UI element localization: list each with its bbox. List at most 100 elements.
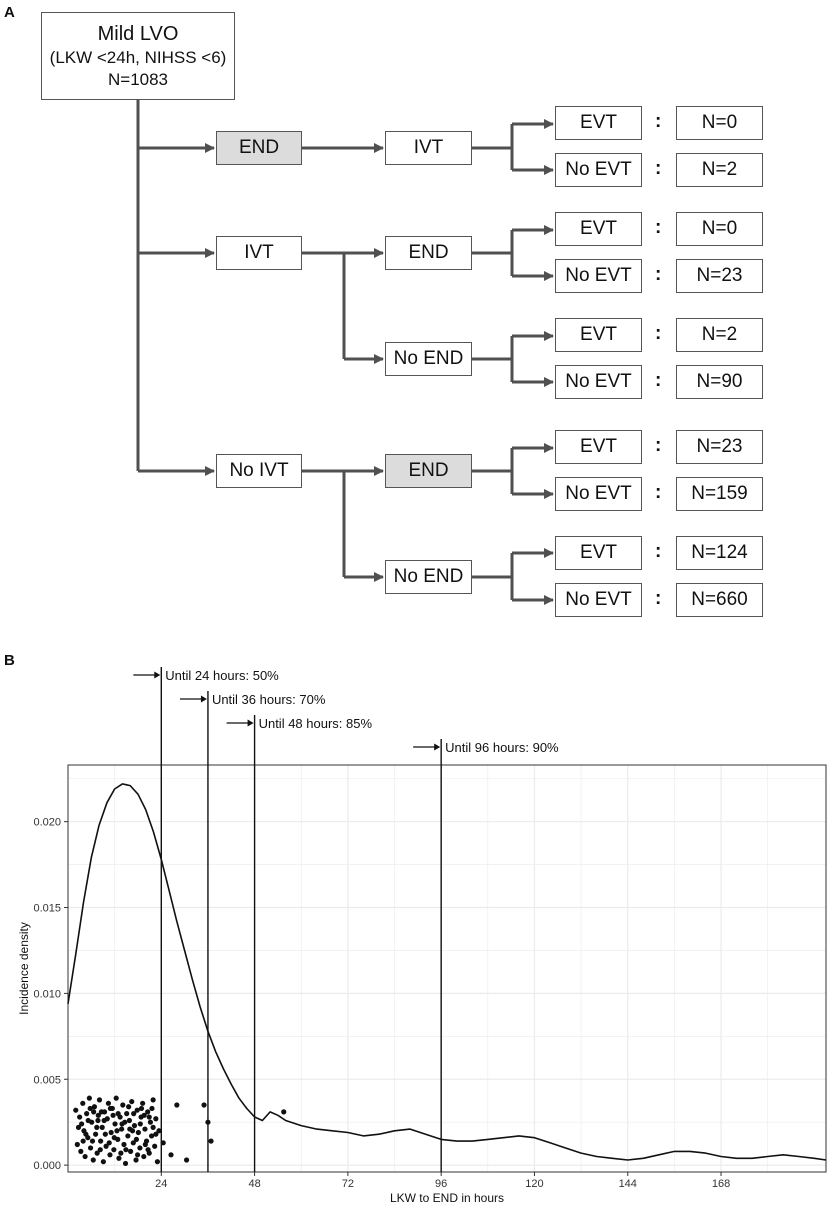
data-point — [135, 1129, 141, 1136]
data-point — [101, 1117, 107, 1124]
cutoff-arrowhead — [434, 743, 441, 751]
x-tick-label: 168 — [712, 1178, 730, 1190]
data-point — [78, 1148, 84, 1154]
data-point — [137, 1121, 143, 1127]
data-point — [131, 1123, 138, 1129]
data-point — [112, 1121, 118, 1127]
data-point — [111, 1135, 117, 1141]
node-end-after-ivt: END — [385, 236, 472, 270]
data-point — [77, 1114, 83, 1120]
outcome-colon: : — [655, 111, 662, 132]
x-tick-label: 120 — [525, 1178, 543, 1190]
data-point — [134, 1107, 140, 1113]
data-point — [119, 1126, 125, 1132]
root-criteria: (LKW <24h, NIHSS <6) — [49, 47, 227, 67]
data-point — [133, 1136, 140, 1142]
data-point — [80, 1100, 86, 1106]
data-point — [91, 1109, 97, 1115]
data-point — [129, 1098, 135, 1105]
data-point — [100, 1159, 106, 1165]
x-tick-label: 24 — [155, 1178, 167, 1190]
outcome-colon: : — [655, 323, 662, 344]
data-point — [108, 1129, 114, 1136]
data-point — [106, 1140, 112, 1146]
outcome-label: EVT — [555, 430, 642, 464]
data-point — [107, 1105, 113, 1112]
data-point — [150, 1124, 156, 1130]
cutoff-label: Until 48 hours: 85% — [259, 716, 373, 731]
data-point — [124, 1111, 130, 1117]
data-point — [142, 1126, 148, 1132]
node-no-end-after-no-ivt: No END — [385, 560, 472, 594]
data-point — [145, 1109, 151, 1115]
outcome-label: EVT — [555, 106, 642, 140]
outcome-colon: : — [655, 370, 662, 391]
flowchart-connectors — [136, 100, 554, 605]
data-point — [127, 1126, 133, 1132]
data-point — [123, 1147, 129, 1153]
node-no-ivt: No IVT — [216, 454, 302, 488]
outcome-count: N=2 — [676, 318, 763, 352]
data-point — [133, 1157, 139, 1163]
outcome-colon: : — [655, 158, 662, 179]
outcome-count: N=2 — [676, 153, 763, 187]
data-point — [110, 1112, 116, 1118]
outcome-count: N=660 — [676, 583, 763, 617]
data-point — [98, 1109, 105, 1115]
y-tick-label: 0.020 — [33, 817, 61, 829]
data-point — [74, 1141, 80, 1148]
data-point — [140, 1100, 146, 1106]
data-point — [84, 1111, 90, 1117]
cutoff-label: Until 96 hours: 90% — [445, 740, 559, 755]
node-ivt-first: IVT — [216, 236, 302, 270]
outcome-colon: : — [655, 588, 662, 609]
node-end-first: END — [216, 131, 302, 165]
data-point — [115, 1111, 121, 1117]
panel-b-label: B — [4, 652, 15, 669]
root-count: N=1083 — [107, 70, 169, 89]
data-point — [148, 1133, 155, 1139]
data-point — [116, 1155, 122, 1161]
data-point — [95, 1112, 101, 1118]
data-point — [98, 1138, 104, 1144]
outcome-count: N=0 — [676, 212, 763, 246]
data-point — [82, 1153, 88, 1160]
data-point — [91, 1104, 98, 1110]
data-point — [137, 1145, 143, 1151]
density-curve — [67, 783, 827, 1161]
data-point — [174, 1102, 180, 1108]
y-axis-title: Incidence density — [17, 922, 31, 1015]
data-point — [122, 1160, 129, 1167]
outcome-colon: : — [655, 482, 662, 503]
data-point — [141, 1153, 147, 1160]
outcome-count: N=23 — [676, 259, 763, 293]
data-point — [102, 1131, 108, 1137]
data-point — [95, 1117, 101, 1124]
outcome-label: No EVT — [555, 259, 642, 293]
y-tick-label: 0.000 — [33, 1160, 61, 1172]
data-point — [99, 1124, 105, 1130]
data-point — [146, 1114, 152, 1120]
data-point — [119, 1121, 125, 1127]
data-point — [92, 1131, 99, 1137]
data-point — [145, 1147, 151, 1153]
data-point — [138, 1105, 145, 1112]
outcome-count: N=124 — [676, 536, 763, 570]
data-point — [111, 1147, 117, 1153]
y-tick-label: 0.010 — [33, 988, 61, 1000]
node-ivt-after-end: IVT — [385, 131, 472, 165]
outcome-label: EVT — [555, 318, 642, 352]
data-point — [156, 1128, 162, 1134]
panel-a-label: A — [4, 4, 15, 21]
data-point — [281, 1109, 287, 1115]
data-point — [141, 1112, 147, 1118]
outcome-label: EVT — [555, 212, 642, 246]
node-end-after-no-ivt: END — [385, 454, 472, 488]
data-point — [150, 1097, 156, 1103]
data-point — [147, 1119, 154, 1125]
root-box-mild-lvo: Mild LVO (LKW <24h, NIHSS <6) N=1083 — [41, 12, 235, 100]
data-point — [97, 1147, 103, 1153]
data-point — [130, 1140, 136, 1146]
data-point — [134, 1152, 141, 1158]
